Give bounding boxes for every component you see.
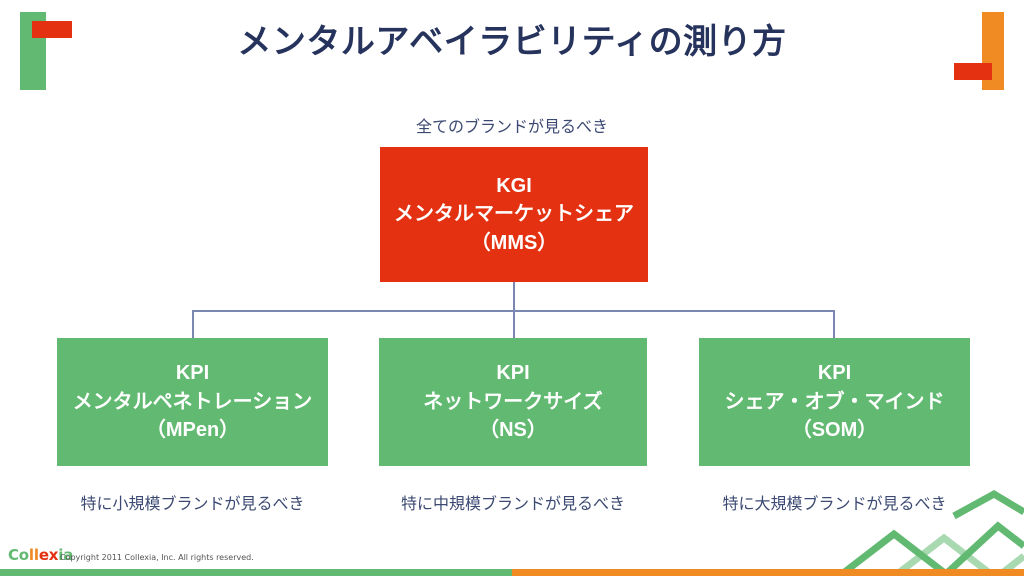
kpi-som-line-1: KPI [817, 362, 852, 385]
kpi-node-ns: KPI ネットワークサイズ （NS） [379, 338, 647, 466]
kpi-node-mpen: KPI メンタルペネトレーション （MPen） [57, 338, 328, 466]
connector-branch-left [192, 310, 194, 338]
connector-branch-right [833, 310, 835, 338]
logo-part-3: ex [38, 546, 59, 564]
kpi-ns-line-1: KPI [496, 362, 530, 385]
logo-part-4: ia [58, 546, 74, 564]
footer-bar-orange [512, 569, 1024, 576]
kpi-mpen-caption: 特に小規模ブランドが見るべき [80, 496, 305, 513]
kpi-mpen-line-1: KPI [175, 362, 210, 385]
kpi-som-caption: 特に大規模ブランドが見るべき [722, 496, 947, 513]
kgi-line-3: （MMS） [470, 231, 558, 254]
connector-kgi-stem [513, 282, 515, 311]
top-right-red-bar-icon [954, 63, 992, 80]
kpi-mpen-line-3: （MPen） [145, 419, 240, 442]
kgi-node: KGI メンタルマーケットシェア （MMS） [380, 147, 648, 282]
kgi-line-1: KGI [496, 174, 532, 197]
kpi-som-line-2: シェア・オブ・マインド [724, 390, 945, 413]
kpi-som-line-3: （SOM） [791, 419, 878, 442]
kpi-ns-line-3: （NS） [479, 419, 547, 442]
page-title: メンタルアベイラビリティの測り方 [237, 23, 787, 61]
kpi-ns-caption: 特に中規模ブランドが見るべき [400, 496, 625, 513]
kpi-node-som: KPI シェア・オブ・マインド （SOM） [699, 338, 970, 466]
kpi-mpen-line-2: メンタルペネトレーション [72, 390, 313, 413]
top-left-red-bar-icon [32, 21, 72, 38]
copyright-text: Copyright 2011 Collexia, Inc. All rights… [60, 553, 254, 562]
connector-branch-middle [513, 310, 515, 338]
logo-part-1: Co [8, 546, 29, 564]
collexia-logo: Collexia [8, 546, 73, 564]
kgi-line-2: メンタルマーケットシェア [394, 203, 634, 226]
logo-part-2: ll [28, 546, 39, 564]
footer-bar-green [0, 569, 512, 576]
kpi-ns-line-2: ネットワークサイズ [423, 390, 603, 413]
kgi-top-caption: 全てのブランドが見るべき [415, 119, 608, 136]
